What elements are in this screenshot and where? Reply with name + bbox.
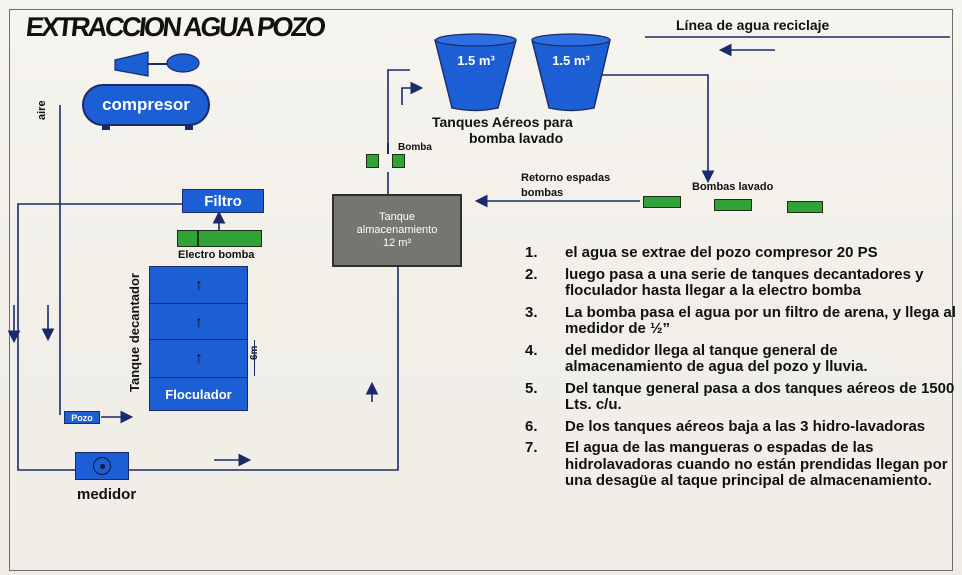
- filter-box: Filtro: [182, 189, 264, 213]
- washing-pump-3: [787, 201, 823, 213]
- meter-box: [75, 452, 129, 480]
- compressor-foot-left: [102, 124, 110, 130]
- recycle-line-label: Línea de agua reciclaje: [676, 17, 830, 33]
- flocculator-label: Floculador: [165, 387, 232, 402]
- up-arrow-icon: ↑: [195, 314, 203, 331]
- aerial-tanks-label-1: Tanques Aéreos para: [432, 114, 573, 130]
- aerial-tanks-label-2: bomba lavado: [469, 130, 564, 146]
- compressor-foot-right: [185, 124, 193, 130]
- diagram-frame: [9, 9, 953, 571]
- meter-dial-icon: [93, 457, 111, 475]
- compressor-motor-icon: [114, 51, 200, 77]
- meter-to-storage-line: [129, 267, 399, 471]
- compressor: compresor: [82, 84, 210, 126]
- return-label-2: bombas: [521, 187, 564, 199]
- step-item: 2.luego pasa a una serie de tanques deca…: [525, 265, 924, 299]
- up-arrow-icon: ↑: [195, 350, 203, 367]
- electro-pump: [177, 230, 262, 247]
- aerial-tank-2-capacity: 1.5 m³: [552, 53, 590, 68]
- tanks-to-pumps-line: [600, 74, 715, 184]
- step-item: 3.La bomba pasa el agua por un filtro de…: [525, 303, 956, 337]
- washing-pumps-label: Bombas lavado: [692, 181, 774, 193]
- decanter-tank: ↑ ↑ ↑: [149, 266, 248, 411]
- pump-right: [392, 154, 405, 168]
- step-item: 6.De los tanques aéreos baja a las 3 hid…: [525, 417, 926, 435]
- well-box: Pozo: [64, 411, 100, 424]
- aerial-tank-1-capacity: 1.5 m³: [457, 53, 495, 68]
- up-arrow-icon: ↑: [195, 277, 203, 294]
- storage-tank-line-3: 12 m³: [382, 237, 412, 249]
- decanter-label: Tanque decantador: [127, 273, 142, 392]
- page-title: EXTRACCION AGUA POZO: [24, 12, 326, 42]
- pump-label: Bomba: [398, 142, 432, 153]
- washing-pump-1: [643, 196, 681, 208]
- step-item: 1.el agua se extrae del pozo compresor 2…: [525, 244, 878, 261]
- step-item: 5.Del tanque general pasa a dos tanques …: [525, 379, 955, 413]
- height-marker: [254, 340, 255, 376]
- pump-stem: [387, 143, 389, 154]
- storage-tank-line-1: Tanque: [378, 211, 416, 223]
- washing-pump-2: [714, 199, 752, 211]
- step-item: 4. del medidor llega al tanque general d…: [525, 341, 868, 375]
- pump-to-tanks-line: [387, 69, 410, 150]
- storage-tank-line-2: almacenamiento: [356, 224, 438, 236]
- electro-pump-label: Electro bomba: [178, 249, 255, 261]
- return-label-1: Retorno espadas: [521, 172, 611, 184]
- pump-to-tanks-arrow: [401, 81, 424, 105]
- electro-pump-divider: [197, 230, 199, 247]
- air-label: aire: [36, 100, 48, 120]
- meter-label: medidor: [77, 486, 137, 503]
- pump-left: [366, 154, 379, 168]
- storage-tank: Tanque almacenamiento 12 m³: [332, 194, 462, 267]
- process-steps: 1.el agua se extrae del pozo compresor 2…: [519, 244, 959, 495]
- step-item: 7.El agua de las mangueras o espadas de …: [525, 439, 948, 489]
